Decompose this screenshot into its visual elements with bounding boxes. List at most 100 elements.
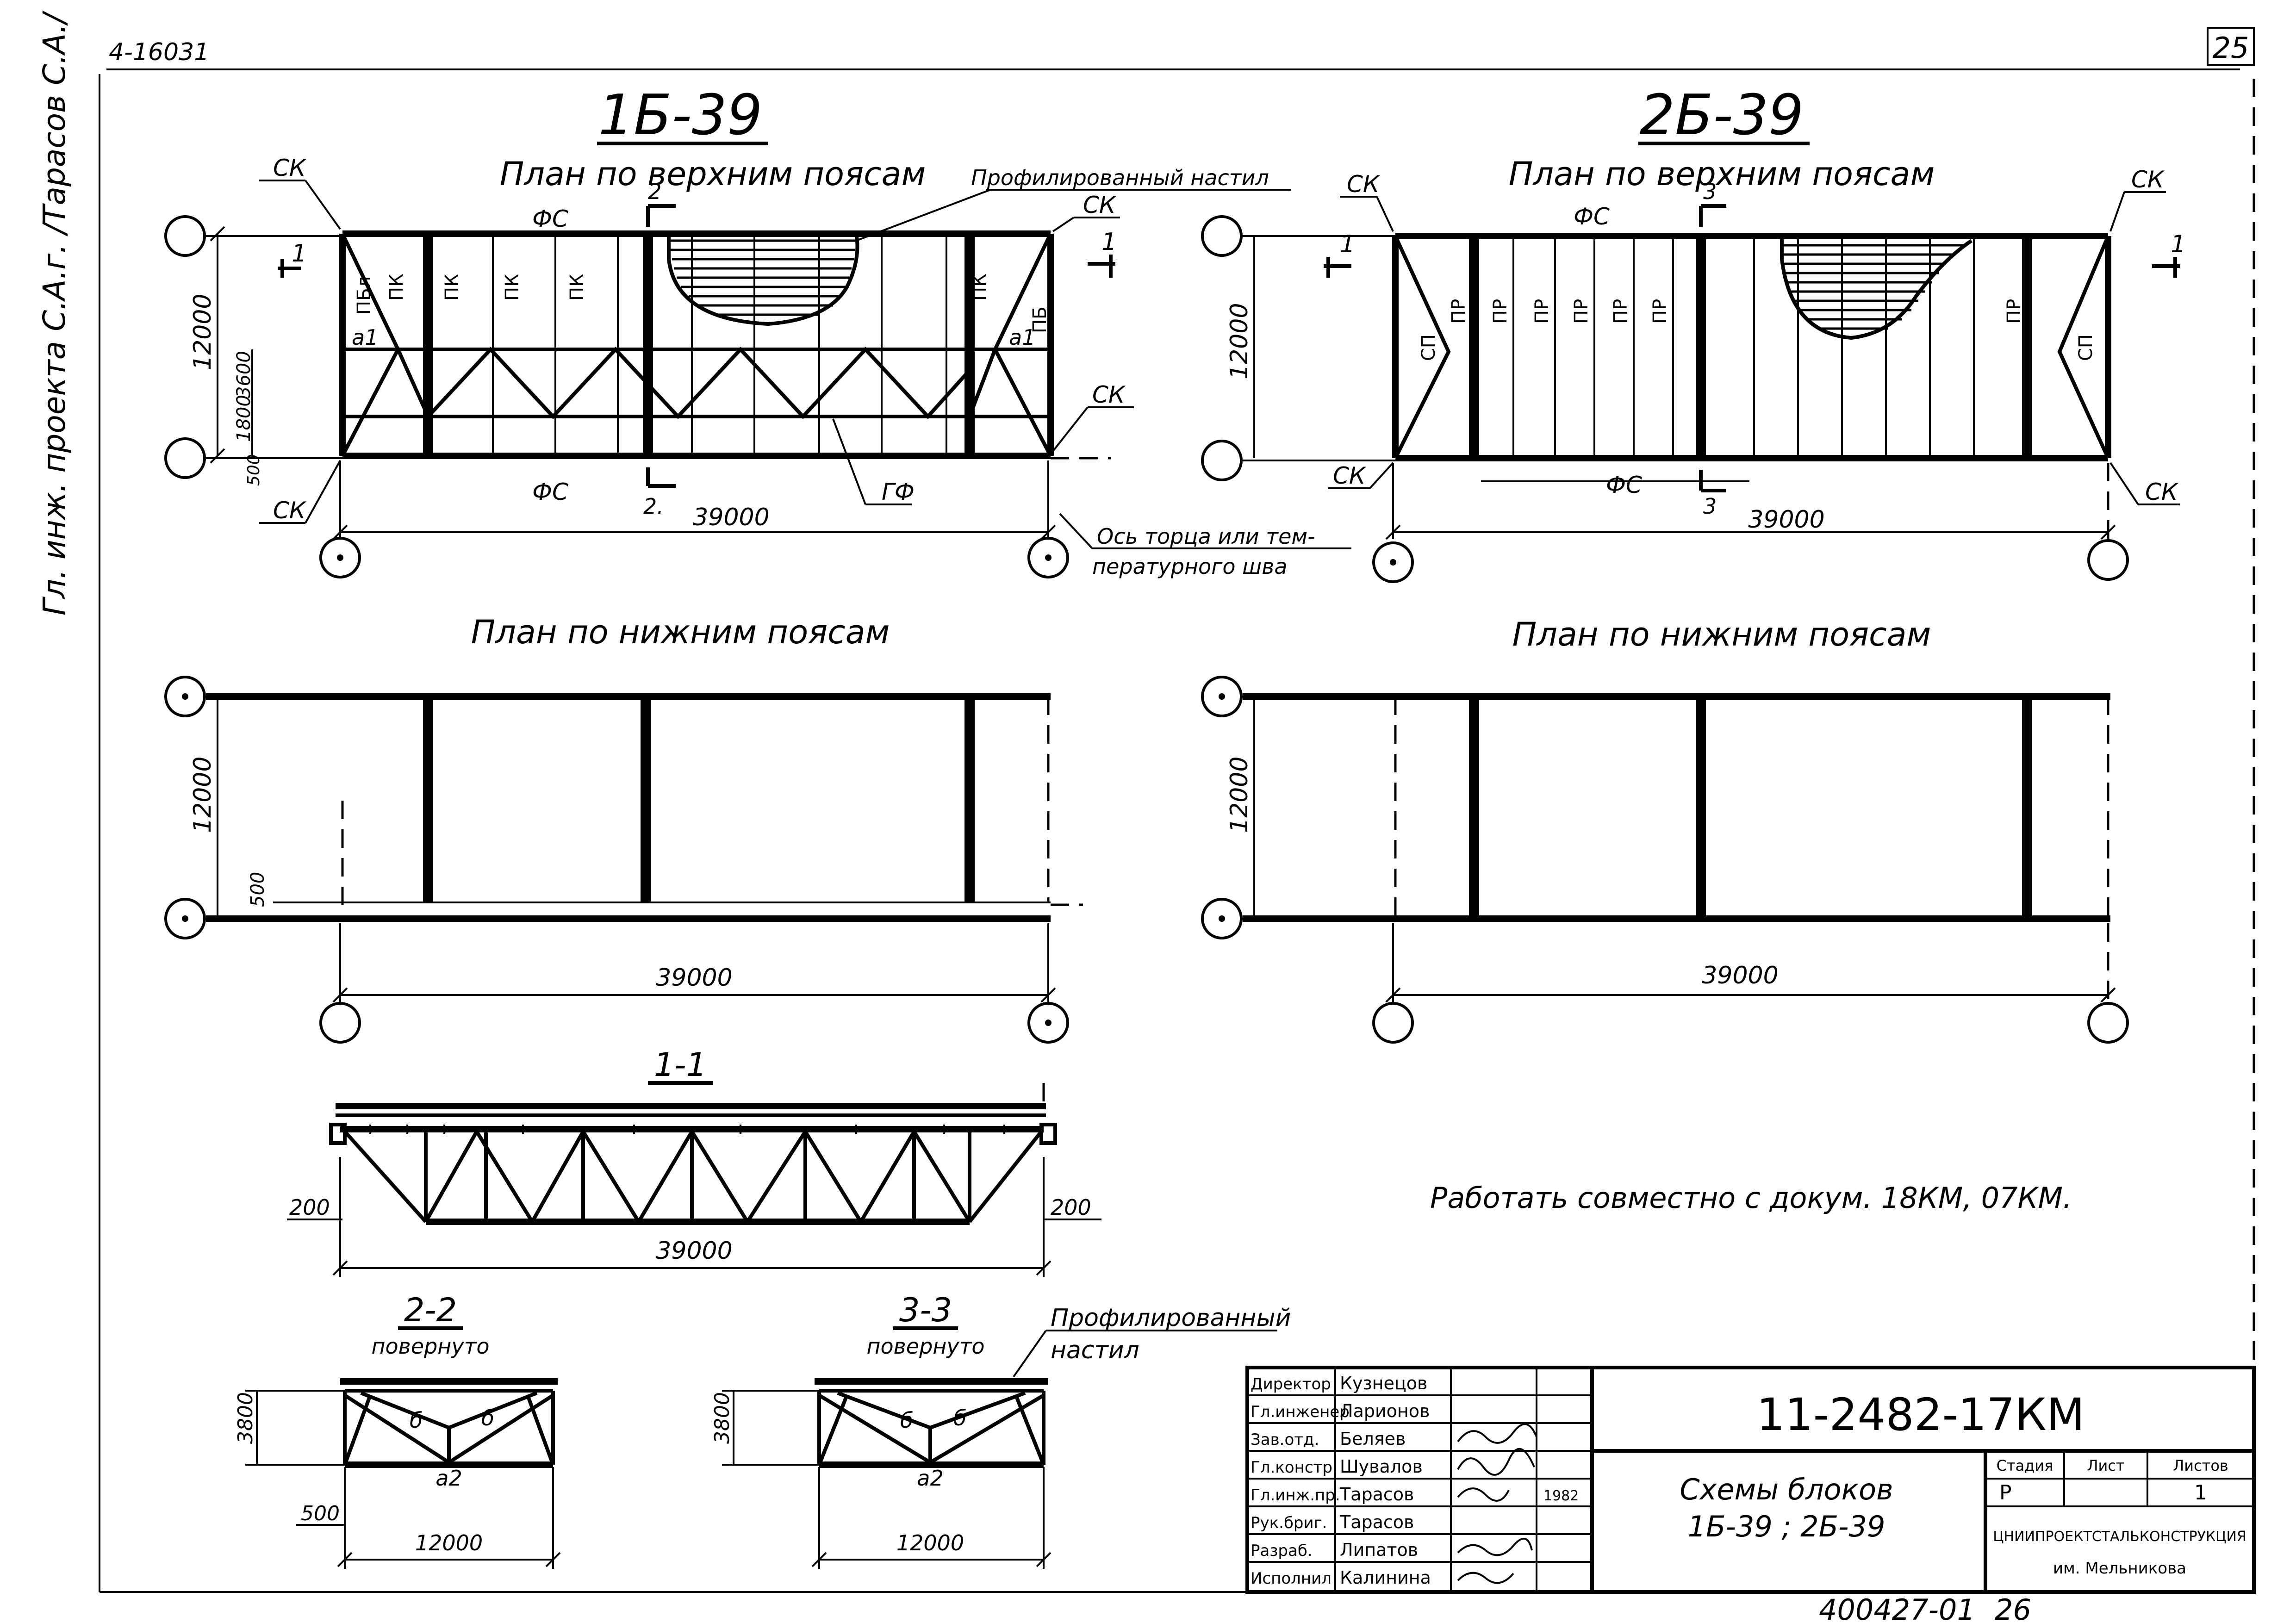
tb-name: Шувалов [1340, 1456, 1423, 1477]
axis-circle [2087, 1002, 2129, 1044]
tb-org-line2: им. Мельникова [2053, 1559, 2186, 1578]
deck-hatch [670, 239, 856, 316]
dim-span: 39000 [656, 964, 732, 992]
cut-mark-1: 1 [1340, 230, 1355, 258]
label-ck: СК [273, 497, 307, 524]
deck-hatch [1783, 244, 1965, 330]
axis-circle [1201, 215, 1243, 257]
label-cp: СП [2075, 334, 2097, 361]
section-2-2-dim-500: 500 [301, 1502, 340, 1525]
dim-height: 12000 [189, 294, 217, 370]
dim-500: 500 [247, 872, 268, 907]
axis-circle [164, 215, 206, 257]
cut-mark-3: 3 [1703, 494, 1717, 519]
tb-sheet-title-line1: Схемы блоков [1680, 1473, 1893, 1506]
section-3-3-subtitle: повернуто [866, 1334, 984, 1359]
tb-role: Гл.констр. [1251, 1458, 1338, 1477]
section-2-2-label-a2: а2 [436, 1466, 462, 1491]
label-pk: ПК [566, 274, 588, 301]
section-2-2-dim-h: 3800 [234, 1392, 257, 1444]
block-1b-deck-label: Профилированный настил [971, 165, 1269, 190]
section-1-1-title: 1-1 [654, 1046, 707, 1084]
dim-500: 500 [244, 454, 263, 486]
label-pb: ПБ [1029, 306, 1051, 333]
block-2b-top-plan: 2Б-39 План по верхним поясам [1201, 83, 2186, 583]
bottom-page: 26 [1995, 1593, 2031, 1623]
label-ck: СК [1083, 192, 1117, 218]
dim-3600: 3600 [233, 351, 255, 398]
tb-code: 11-2482-17КМ [1757, 1389, 2085, 1441]
block-1b-bottom-plan: План по нижним поясам 12000 500 39000 [164, 613, 1083, 1044]
section-3-3-title: 3-3 [899, 1291, 952, 1329]
general-note: Работать совместно с докум. 18КМ, 07КМ. [1430, 1181, 2072, 1215]
section-3-3: 3-3 повернуто Профилированный настил б б… [710, 1291, 1291, 1569]
label-ck: СК [1333, 462, 1367, 489]
label-cp: СП [1418, 334, 1439, 361]
label-pr: ПР [2004, 299, 2025, 324]
label-pk: ПК [386, 274, 407, 301]
tb-name: Калинина [1340, 1567, 1431, 1588]
page-number: 25 [2213, 31, 2249, 65]
block-2b-bottom-plan-title: План по нижним поясам [1512, 616, 1931, 653]
tb-stage-head: Стадия [1997, 1457, 2053, 1474]
block-2b-top-plan-title: План по верхним поясам [1509, 155, 1935, 193]
dim-height: 12000 [1226, 303, 1253, 379]
tb-role: Гл.инж.пр. [1251, 1486, 1340, 1505]
block-1b-top-plan-title: План по верхним поясам [500, 155, 926, 193]
label-a1: а1 [352, 325, 378, 350]
signature-scribbles [1457, 1423, 1537, 1584]
block-1b-bottom-plan-title: План по нижним поясам [471, 613, 890, 651]
bottom-code: 400427-01 [1819, 1593, 1975, 1623]
section-3-3-label-a2: а2 [917, 1466, 943, 1491]
section-2-2-label-b: б [481, 1405, 494, 1430]
section-3-3-deck-line2: настил [1051, 1337, 1139, 1364]
label-pr: ПР [1531, 299, 1553, 324]
axis-note-line2: пературного шва [1092, 554, 1288, 579]
tb-name: Тарасов [1339, 1512, 1414, 1532]
cut-mark-1: 1 [2171, 230, 2186, 258]
label-pr: ПР [1649, 299, 1671, 324]
label-pk: ПК [442, 274, 463, 301]
block-1b-title: 1Б-39 [598, 83, 763, 148]
tb-date: 1982 [1543, 1488, 1579, 1504]
label-ck: СК [273, 155, 307, 181]
section-1-1-span: 39000 [656, 1237, 732, 1265]
tb-sheet-head: Лист [2087, 1457, 2124, 1474]
tb-sheets: 1 [2194, 1481, 2207, 1505]
tb-name: Липатов [1340, 1540, 1418, 1560]
section-2-2-width: 12000 [415, 1530, 483, 1555]
axis-circle [2087, 539, 2129, 581]
tb-stage: Р [1999, 1481, 2012, 1505]
label-fc: ФС [1606, 472, 1642, 498]
block-2b-bottom-plan: План по нижним поясам 12000 39000 [1201, 616, 2129, 1044]
label-fc: ФС [532, 205, 568, 232]
section-3-3-label-b: б [900, 1408, 913, 1433]
section-1-1-dim-right: 200 [1051, 1195, 1091, 1220]
label-pr: ПР [1448, 299, 1469, 324]
label-pk: ПК [502, 274, 523, 301]
label-ck: СК [2145, 479, 2179, 505]
tb-role: Зав.отд. [1251, 1430, 1319, 1449]
tb-sheets-head: Листов [2173, 1457, 2228, 1474]
section-2-2-subtitle: повернуто [371, 1334, 489, 1359]
block-2b-title: 2Б-39 [1640, 83, 1804, 148]
axis-circle [1372, 1002, 1414, 1044]
cut-mark-2: 2. [643, 494, 664, 519]
label-ck: СК [2131, 166, 2165, 193]
section-3-3-deck-line1: Профилированный [1051, 1304, 1291, 1332]
dim-height: 12000 [189, 757, 217, 833]
dim-height: 12000 [1226, 757, 1253, 833]
label-a1: а1 [1009, 325, 1035, 350]
tb-role: Директор [1251, 1375, 1331, 1393]
label-pr: ПР [1490, 299, 1511, 324]
tb-role: Исполнил [1251, 1569, 1332, 1588]
section-3-3-dim-h: 3800 [710, 1392, 734, 1444]
label-fc: ФС [1574, 203, 1610, 230]
tb-name: Кузнецов [1340, 1373, 1427, 1393]
dim-span: 39000 [1702, 962, 1778, 989]
tb-sheet-title-line2: 1Б-39 ; 2Б-39 [1688, 1510, 1885, 1543]
section-2-2: 2-2 повернуто б б а2 3800 500 12000 [234, 1291, 561, 1569]
block-1b-top-plan: 1Б-39 План по верхним поясам Профилирова… [164, 83, 1351, 579]
tb-name: Тарасов [1339, 1484, 1414, 1505]
